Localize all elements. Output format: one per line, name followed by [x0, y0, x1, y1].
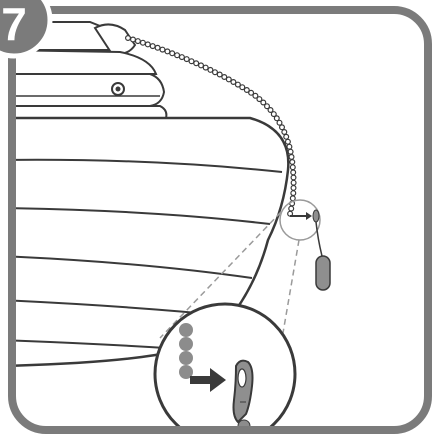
chain-bead — [289, 155, 294, 160]
chain-bead — [199, 63, 204, 68]
chain-bead — [180, 55, 185, 60]
chain-bead — [126, 36, 131, 41]
chain-bead — [184, 57, 189, 62]
zoom-chain-bead — [179, 337, 193, 351]
chain-bead — [136, 39, 141, 44]
chain-bead — [194, 61, 199, 66]
chain-bead — [189, 59, 194, 64]
chain-bead — [282, 130, 287, 135]
chain-bead — [287, 144, 292, 149]
chain-bead — [284, 134, 289, 139]
chain-bead — [203, 65, 208, 70]
chain-bead — [175, 53, 180, 58]
chain-bead — [240, 85, 245, 90]
chain-bead — [217, 72, 222, 77]
chain-bead — [289, 206, 294, 211]
chain-bead — [290, 165, 295, 170]
zoom-chain-bead — [179, 323, 193, 337]
chain-bead — [280, 125, 285, 130]
chain-bead — [226, 77, 231, 82]
chain-bead — [291, 170, 296, 175]
chain-bead — [145, 42, 150, 47]
chain-bead — [165, 49, 170, 54]
chain-bead — [131, 37, 136, 42]
chain-bead — [290, 160, 295, 165]
zoom-chain-bead — [179, 351, 193, 365]
chain-bead — [213, 70, 218, 75]
pull-chain-fob — [316, 256, 330, 290]
chain-bead — [291, 191, 296, 196]
chain-bead — [150, 44, 155, 49]
chain-bead — [286, 139, 291, 144]
step-number: 7 — [1, 0, 27, 50]
chain-bead — [160, 47, 165, 52]
chain-bead — [291, 180, 296, 185]
chain-bead — [291, 186, 296, 191]
chain-bead — [288, 149, 293, 154]
chain-bead — [277, 120, 282, 125]
chain-bead — [290, 196, 295, 201]
chain-bead — [155, 45, 160, 50]
chain-bead — [141, 40, 146, 45]
chain-bead — [170, 51, 175, 56]
zoom-detail — [155, 304, 295, 436]
chain-bead — [291, 175, 296, 180]
